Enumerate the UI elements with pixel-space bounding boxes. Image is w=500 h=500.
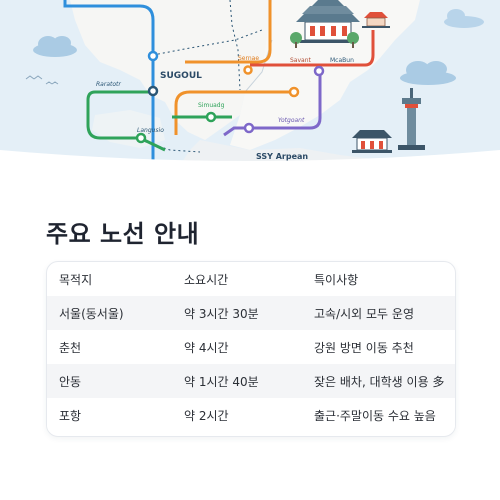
route-map-illustration: SUGOUL Raratotr Langusio Sernae Savant M… — [0, 0, 500, 165]
bird-icon — [25, 75, 43, 80]
header-notes: 특이사항 — [314, 272, 359, 287]
gate-icon — [362, 12, 390, 28]
map-label-savant: Savant — [290, 57, 312, 64]
route-green — [86, 90, 166, 152]
cell-notes: 강원 방면 이동 추천 — [302, 330, 455, 364]
cell-notes: 고속/시외 모두 운영 — [302, 296, 455, 330]
cell-duration: 약 1시간 40분 — [172, 364, 302, 398]
map-label-sugoul: SUGOUL — [160, 71, 202, 81]
map-label-simuadg: Simuadg — [198, 102, 225, 109]
cell-notes: 출근·주말이동 수요 높음 — [302, 398, 455, 432]
map-label-langusio: Langusio — [137, 127, 164, 134]
station-marker — [288, 86, 300, 98]
cell-duration: 약 4시간 — [172, 330, 302, 364]
table-row: 안동 약 1시간 40분 잦은 배차, 대학생 이용 多 — [47, 364, 455, 398]
table-row: 춘천 약 4시간 강원 방면 이동 추천 — [47, 330, 455, 364]
route-blue — [63, 0, 155, 160]
station-marker — [313, 65, 325, 77]
cell-destination: 포항 — [47, 398, 172, 432]
route-orange — [174, 90, 293, 135]
section-title: 주요 노선 안내 — [46, 220, 200, 248]
cell-duration: 약 2시간 — [172, 398, 302, 432]
route-red — [250, 30, 375, 67]
cell-duration: 약 3시간 30분 — [172, 296, 302, 330]
cloud-icon — [400, 61, 456, 85]
cell-notes: 잦은 배차, 대학생 이용 多 — [302, 364, 455, 398]
cell-destination: 춘천 — [47, 330, 172, 364]
map-label-sernae: Sernae — [238, 55, 259, 62]
station-marker — [243, 122, 255, 134]
table-row: 포항 약 2시간 출근·주말이동 수요 높음 — [47, 398, 455, 432]
table-header-row: 목적지 소요시간 특이사항 — [47, 262, 455, 296]
route-orange-north — [185, 0, 272, 64]
route-table: 목적지 소요시간 특이사항 서울(동서울) 약 3시간 30분 고속/시외 모두… — [46, 261, 456, 437]
header-destination: 목적지 — [59, 272, 93, 287]
station-marker — [243, 65, 253, 75]
station-marker — [205, 111, 217, 123]
land-south — [180, 140, 440, 165]
cloud-icon — [444, 9, 484, 28]
header-duration: 소요시간 — [184, 272, 229, 287]
gate-icon — [352, 130, 392, 153]
map-label-yotgoant: Yotgoant — [278, 117, 305, 124]
station-marker — [147, 50, 159, 62]
map-label-mcabun: McaBun — [330, 57, 354, 64]
tree-icon — [290, 32, 302, 48]
bird-icon — [45, 81, 59, 85]
cell-destination: 서울(동서울) — [47, 296, 172, 330]
tree-icon — [347, 32, 359, 48]
route-purple — [223, 72, 322, 137]
station-marker — [135, 132, 147, 144]
map-label-ssy-arpean: SSY Arpean — [256, 152, 308, 161]
cell-destination: 안동 — [47, 364, 172, 398]
tower-icon — [398, 88, 425, 150]
station-marker — [147, 85, 159, 97]
land-west — [70, 0, 272, 140]
table-row: 서울(동서울) 약 3시간 30분 고속/시외 모두 운영 — [47, 296, 455, 330]
cloud-icon — [33, 36, 77, 57]
palace-icon — [296, 0, 360, 43]
map-label-raratotr: Raratotr — [96, 81, 121, 88]
